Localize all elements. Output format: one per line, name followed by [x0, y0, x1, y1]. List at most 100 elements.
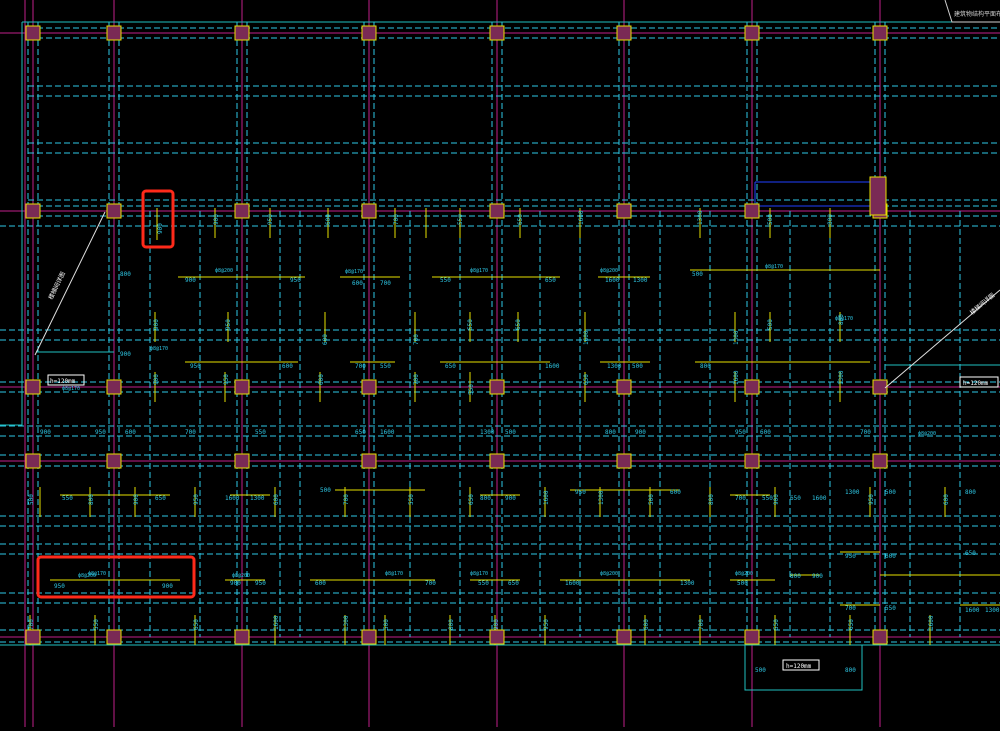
dimension-label: 800 — [700, 363, 711, 370]
dimension-label: 950 — [190, 363, 201, 370]
column-4-2 — [489, 379, 505, 395]
dimension-label: 950 — [575, 489, 586, 496]
dimension-label: 700 — [185, 429, 196, 436]
dimension-label: 1300 — [250, 495, 265, 502]
dimension-label-vertical: 1300 — [733, 330, 740, 345]
rebar-callout: ф8@200 — [232, 573, 250, 579]
dimension-label: 650 — [545, 277, 556, 284]
dimension-label-vertical: 1600 — [273, 615, 280, 630]
column-5-2 — [616, 379, 632, 395]
dimension-label: 700 — [845, 605, 856, 612]
dimension-label: 600 — [885, 553, 896, 560]
dimension-label-vertical: 650 — [517, 214, 524, 225]
dimension-label: 800 — [845, 667, 856, 674]
column-3-2 — [361, 379, 377, 395]
rebar-callout: ф8@200 — [735, 571, 753, 577]
slab-thickness-box-right — [959, 376, 999, 388]
dimension-label: 650 — [965, 550, 976, 557]
dimension-label: 1300 — [607, 363, 622, 370]
dimension-label: 800 — [480, 495, 491, 502]
column-7-2 — [872, 379, 888, 395]
dimension-label-vertical: 500 — [28, 494, 35, 505]
column-6-0 — [744, 25, 760, 41]
dimension-label: 550 — [885, 605, 896, 612]
dimension-label-vertical: 500 — [648, 494, 655, 505]
dimension-label: 500 — [320, 487, 331, 494]
dimension-label-vertical: 500 — [767, 319, 774, 330]
column-4-4 — [489, 629, 505, 645]
dimension-label: 800 — [605, 429, 616, 436]
dimension-label-vertical: 650 — [515, 319, 522, 330]
dimension-label-vertical: 1300 — [697, 210, 704, 225]
dimension-label-vertical: 800 — [88, 494, 95, 505]
column-6-2 — [744, 379, 760, 395]
dimension-label-vertical: 550 — [93, 619, 100, 630]
column-2-4 — [234, 629, 250, 645]
dimension-label: 600 — [282, 363, 293, 370]
column-3-0 — [361, 25, 377, 41]
rebar-callout: ф8@170 — [62, 386, 80, 392]
highlight-label-900: 900 — [162, 583, 173, 590]
dimension-label: 950 — [255, 580, 266, 587]
dimension-label-vertical: 550 — [408, 494, 415, 505]
column-2-3 — [234, 453, 250, 469]
dimension-label: 1600 — [545, 363, 560, 370]
column-4-3 — [489, 453, 505, 469]
dimension-label: 550 — [255, 429, 266, 436]
column-5-3 — [616, 453, 632, 469]
column-6-4 — [744, 629, 760, 645]
highlight-vertical-900 — [141, 189, 175, 249]
dimension-label: 700 — [735, 495, 746, 502]
dimension-label: 500 — [755, 667, 766, 674]
column-7-3 — [872, 453, 888, 469]
dimension-label: 650 — [355, 429, 366, 436]
column-4-0 — [489, 25, 505, 41]
rebar-callout: ф8@170 — [765, 264, 783, 270]
dimension-label: 800 — [965, 489, 976, 496]
rebar-callout: ф8@200 — [600, 571, 618, 577]
outline-pit — [744, 645, 863, 691]
dimension-label-vertical: 950 — [267, 214, 274, 225]
rebar-callout: ф8@170 — [470, 571, 488, 577]
column-2-1 — [234, 203, 250, 219]
dimension-labels: 900 950 600 700 550 650 1600 1300 500 800 900 950 60… — [28, 210, 1000, 674]
dimension-label: 650 — [508, 580, 519, 587]
column-6-1 — [744, 203, 760, 219]
column-6-3 — [744, 453, 760, 469]
dimension-label: 950 — [95, 429, 106, 436]
outline-opening — [754, 181, 876, 207]
column-1-4 — [106, 629, 122, 645]
dimension-label: 550 — [478, 580, 489, 587]
dimension-label: 600 — [315, 580, 326, 587]
dimension-label: 1600 — [565, 580, 580, 587]
column-3-4 — [361, 629, 377, 645]
rebar-callout: ф8@200 — [918, 431, 936, 437]
dimension-label: 900 — [230, 580, 241, 587]
review-highlights: ф8@200 950 900 900 — [36, 189, 196, 599]
dimension-label-vertical: 550 — [467, 319, 474, 330]
dimension-label: 600 — [670, 489, 681, 496]
dimension-label: 900 — [505, 495, 516, 502]
dimension-label: 550 — [380, 363, 391, 370]
column-1-3 — [106, 453, 122, 469]
rebar-callout: ф8@170 — [150, 346, 168, 352]
dimension-label-vertical: 700 — [28, 619, 35, 630]
dimension-label-vertical: 800 — [827, 214, 834, 225]
column-4-1 — [489, 203, 505, 219]
dimension-label: 500 — [692, 271, 703, 278]
dimension-label-vertical: 900 — [773, 494, 780, 505]
dimension-label-vertical: 500 — [383, 619, 390, 630]
column-0-4 — [25, 629, 41, 645]
dimension-label-vertical: 1600 — [733, 370, 740, 385]
column-2-2 — [234, 379, 250, 395]
dimension-label: 550 — [440, 277, 451, 284]
dimension-label: 950 — [845, 553, 856, 560]
column-wall-pier — [869, 176, 887, 216]
dimension-label: 550 — [762, 495, 773, 502]
dimension-label-vertical: 650 — [583, 374, 590, 385]
rebar-callout: ф8@170 — [835, 316, 853, 322]
dimension-label-vertical: 650 — [193, 619, 200, 630]
dimension-label-vertical: 950 — [223, 374, 230, 385]
